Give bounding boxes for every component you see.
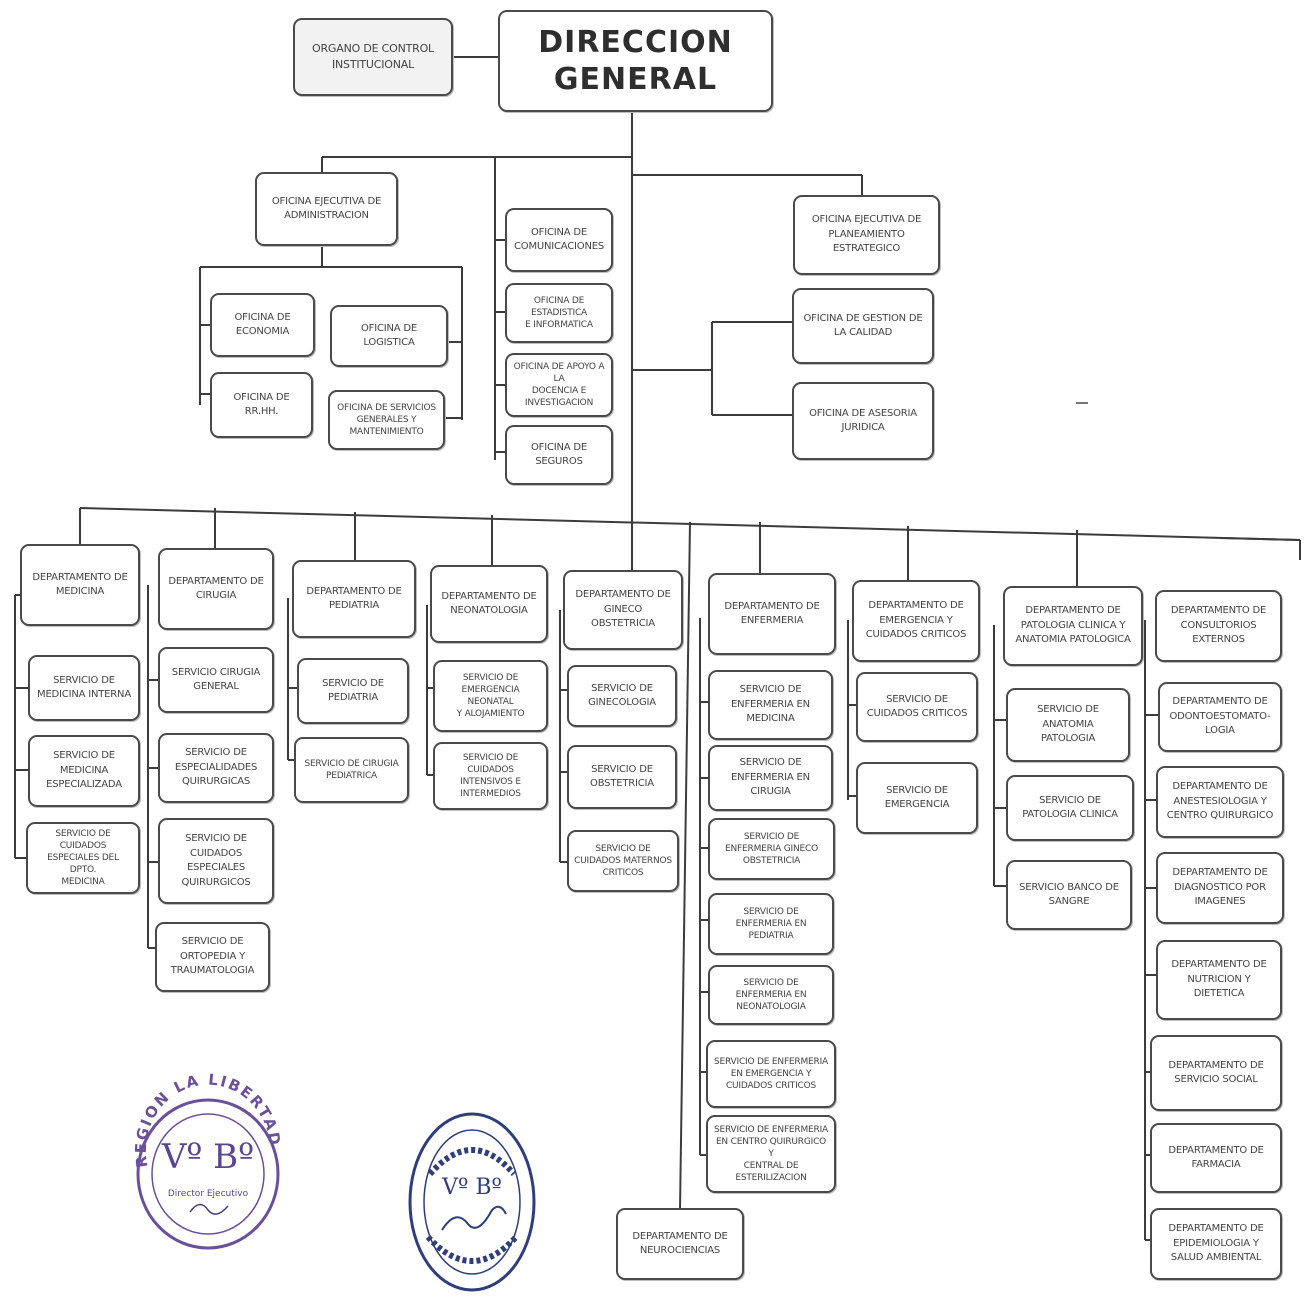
oficina-economia-box: OFICINA DE ECONOMIA — [210, 293, 315, 357]
servicio-cuidados-especiales-medicina-box: SERVICIO DE CUIDADOS ESPECIALES DEL DPTO… — [26, 822, 140, 894]
dept-medicina-box: DEPARTAMENTO DE MEDICINA — [20, 544, 140, 626]
servicio-pediatria-box: SERVICIO DE PEDIATRIA — [297, 658, 409, 724]
gerencia-stamp: Vº Bº — [408, 1112, 536, 1292]
servicio-enfermeria-cirugia-box: SERVICIO DE ENFERMERIA EN CIRUGIA — [708, 745, 833, 811]
servicio-enfermeria-neonatologia-box: SERVICIO DE ENFERMERIA EN NEONATOLOGIA — [708, 965, 834, 1025]
dept-diagnostico-imagenes-box: DEPARTAMENTO DE DIAGNOSTICO POR IMAGENES — [1156, 852, 1284, 924]
servicio-patologia-clinica-box: SERVICIO DE PATOLOGIA CLINICA — [1006, 775, 1134, 841]
servicio-anatomia-patologia-box: SERVICIO DE ANATOMIA PATOLOGIA — [1006, 688, 1130, 762]
servicio-ortopedia-box: SERVICIO DE ORTOPEDIA Y TRAUMATOLOGIA — [155, 922, 270, 992]
servicio-enfermeria-centro-quirurgico-box: SERVICIO DE ENFERMERIA EN CENTRO QUIRURG… — [706, 1115, 836, 1193]
servicio-obstetricia-box: SERVICIO DE OBSTETRICIA — [567, 745, 677, 809]
dept-nutricion-box: DEPARTAMENTO DE NUTRICION Y DIETETICA — [1156, 940, 1282, 1020]
servicio-enfermeria-emergencia-box: SERVICIO DE ENFERMERIA EN EMERGENCIA Y C… — [706, 1040, 836, 1108]
dept-gineco-obstetricia-box: DEPARTAMENTO DE GINECO OBSTETRICIA — [563, 570, 683, 650]
oficina-logistica-box: OFICINA DE LOGISTICA — [330, 305, 448, 367]
dept-odontoestomatologia-box: DEPARTAMENTO DE ODONTOESTOMATO- LOGIA — [1158, 682, 1282, 752]
oficina-planeamiento-box: OFICINA EJECUTIVA DE PLANEAMIENTO ESTRAT… — [793, 195, 940, 275]
dept-neurociencias-box: DEPARTAMENTO DE NEUROCIENCIAS — [616, 1208, 744, 1280]
servicio-enfermeria-pediatria-box: SERVICIO DE ENFERMERIA EN PEDIATRIA — [708, 893, 834, 955]
oficina-apoyo-docencia-box: OFICINA DE APOYO A LA DOCENCIA E INVESTI… — [505, 353, 613, 417]
servicio-enfermeria-medicina-box: SERVICIO DE ENFERMERIA EN MEDICINA — [708, 670, 833, 740]
servicio-cuidados-intensivos-box: SERVICIO DE CUIDADOS INTENSIVOS E INTERM… — [433, 742, 548, 810]
organo-control-box: ORGANO DE CONTROL INSTITUCIONAL — [293, 18, 453, 96]
dept-anestesiologia-box: DEPARTAMENTO DE ANESTESIOLOGIA Y CENTRO … — [1156, 766, 1284, 838]
servicio-ginecologia-box: SERVICIO DE GINECOLOGIA — [567, 665, 677, 727]
direccion-general-box: DIRECCION GENERAL — [498, 10, 773, 112]
servicio-cirugia-pediatrica-box: SERVICIO DE CIRUGIA PEDIATRICA — [294, 737, 409, 803]
oficina-seguros-box: OFICINA DE SEGUROS — [505, 425, 613, 485]
stamp2-vobo-text: Vº Bº — [441, 1175, 502, 1200]
dept-emergencia-box: DEPARTAMENTO DE EMERGENCIA Y CUIDADOS CR… — [852, 580, 980, 662]
stray-mark — [1076, 402, 1088, 404]
oficina-ejecutiva-administracion-box: OFICINA EJECUTIVA DE ADMINISTRACION — [255, 172, 398, 246]
stamp-vobo-text: Vº Bº — [161, 1137, 254, 1177]
region-la-libertad-stamp: REGION LA LIBERTAD Vº Bº Director Ejecut… — [132, 1070, 282, 1250]
servicio-enfermeria-gineco-box: SERVICIO DE ENFERMERIA GINECO OBSTETRICI… — [708, 818, 835, 880]
oficina-servicios-generales-box: OFICINA DE SERVICIOS GENERALES Y MANTENI… — [328, 390, 445, 450]
servicio-medicina-especializada-box: SERVICIO DE MEDICINA ESPECIALIZADA — [28, 735, 140, 807]
oficina-estadistica-box: OFICINA DE ESTADISTICA E INFORMATICA — [505, 283, 613, 343]
servicio-especialidades-quirurgicas-box: SERVICIO DE ESPECIALIDADES QUIRURGICAS — [158, 733, 274, 803]
dept-epidemiologia-box: DEPARTAMENTO DE EPIDEMIOLOGIA Y SALUD AM… — [1150, 1208, 1282, 1280]
servicio-medicina-interna-box: SERVICIO DE MEDICINA INTERNA — [28, 655, 140, 721]
servicio-emergencia-neonatal-box: SERVICIO DE EMERGENCIA NEONATAL Y ALOJAM… — [433, 660, 548, 732]
dept-enfermeria-box: DEPARTAMENTO DE ENFERMERIA — [708, 573, 836, 655]
dept-neonatologia-box: DEPARTAMENTO DE NEONATOLOGIA — [430, 565, 548, 643]
oficina-comunicaciones-box: OFICINA DE COMUNICACIONES — [505, 208, 613, 272]
dept-farmacia-box: DEPARTAMENTO DE FARMACIA — [1150, 1123, 1282, 1193]
servicio-cirugia-general-box: SERVICIO CIRUGIA GENERAL — [158, 647, 274, 713]
oficina-asesoria-juridica-box: OFICINA DE ASESORIA JURIDICA — [792, 382, 934, 460]
dept-servicio-social-box: DEPARTAMENTO DE SERVICIO SOCIAL — [1150, 1035, 1282, 1111]
dept-consultorios-externos-box: DEPARTAMENTO DE CONSULTORIOS EXTERNOS — [1155, 590, 1282, 662]
servicio-emergencia-box: SERVICIO DE EMERGENCIA — [856, 762, 978, 834]
servicio-banco-sangre-box: SERVICIO BANCO DE SANGRE — [1006, 860, 1132, 930]
servicio-cuidados-especiales-quirurgicos-box: SERVICIO DE CUIDADOS ESPECIALES QUIRURGI… — [158, 818, 274, 904]
servicio-cuidados-maternos-box: SERVICIO DE CUIDADOS MATERNOS CRITICOS — [567, 830, 679, 892]
servicio-cuidados-criticos-box: SERVICIO DE CUIDADOS CRITICOS — [856, 672, 978, 742]
oficina-rrhh-box: OFICINA DE RR.HH. — [210, 372, 313, 438]
dept-cirugia-box: DEPARTAMENTO DE CIRUGIA — [158, 548, 274, 630]
stamp-sub-text: Director Ejecutivo — [168, 1189, 249, 1199]
dept-pediatria-box: DEPARTAMENTO DE PEDIATRIA — [292, 560, 416, 638]
dept-patologia-box: DEPARTAMENTO DE PATOLOGIA CLINICA Y ANAT… — [1003, 586, 1143, 666]
oficina-gestion-calidad-box: OFICINA DE GESTION DE LA CALIDAD — [792, 288, 934, 364]
